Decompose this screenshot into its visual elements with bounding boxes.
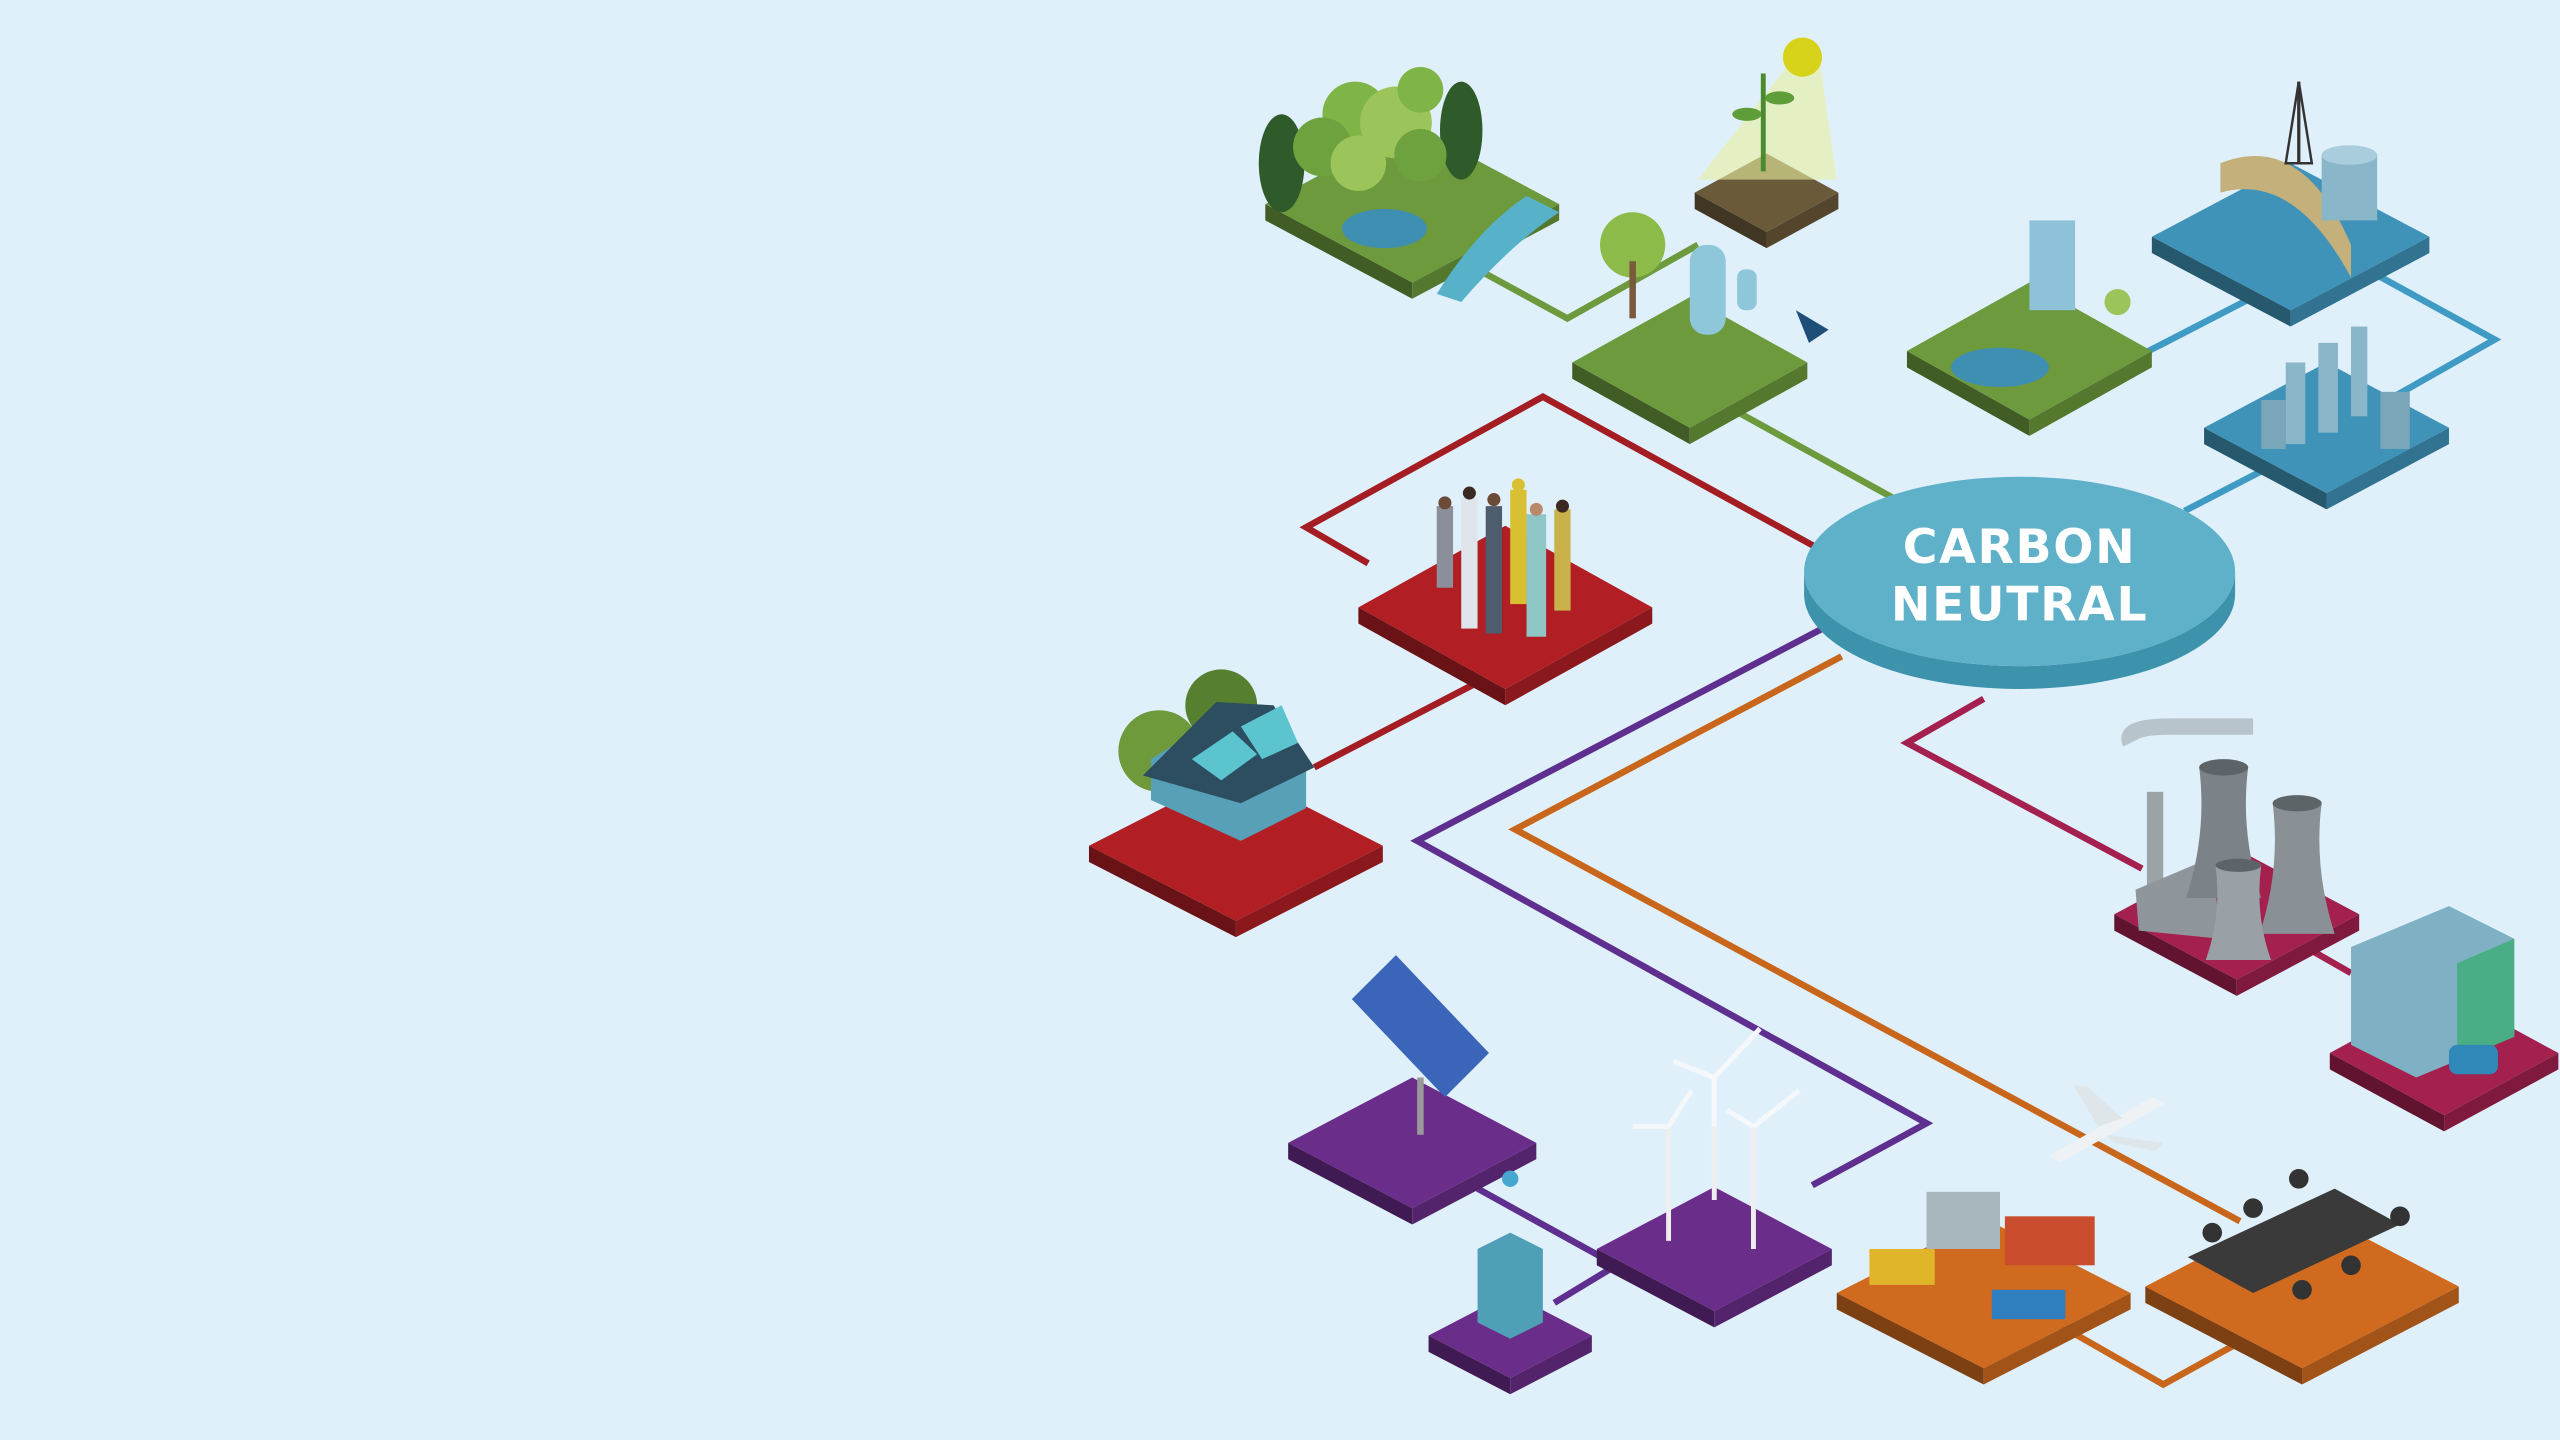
boardroom-meeting — [2187, 1168, 2410, 1300]
house-tile — [1088, 770, 1383, 938]
purple-link — [1410, 620, 1934, 1189]
orange-link — [1508, 653, 2242, 1225]
wind-tile-face — [1596, 1186, 1832, 1312]
house-tile-face — [1235, 845, 1383, 938]
green-link-hub — [1729, 405, 1904, 506]
orange-link-bottom — [2058, 1322, 2242, 1389]
sun-plant — [1697, 37, 1837, 180]
people-tile — [1358, 525, 1653, 706]
battery-tile-face — [1428, 1335, 1511, 1395]
carbon-capture-tile — [1572, 297, 1808, 445]
carbon-capture-tile-face — [1689, 362, 1808, 445]
refinery-tile-face — [2204, 427, 2327, 510]
dam-tile-face — [1906, 351, 2030, 436]
red-link-people — [1299, 393, 1818, 567]
carbon-capture-tank — [1600, 212, 1829, 343]
wind-tile-face — [1714, 1248, 1832, 1328]
solar-panel — [1351, 955, 1489, 1135]
people-tile-face — [1358, 607, 1506, 706]
dam-tile-face — [2029, 351, 2152, 436]
electric-car — [2448, 1044, 2498, 1075]
magenta-link — [1900, 695, 2144, 872]
bluetooth-icon — [1502, 1170, 1519, 1187]
power-plant-tile-face — [2151, 236, 2291, 327]
battery-storage — [1477, 1170, 1543, 1339]
blue-link-dam — [2147, 294, 2255, 354]
solar-tile-face — [1288, 1077, 1537, 1209]
carbon-neutral-hub: CARBON NEUTRAL — [1804, 476, 2236, 689]
wind-tile — [1596, 1186, 1832, 1328]
nuclear-cooling-towers — [2121, 718, 2335, 960]
airplane — [2048, 1085, 2165, 1163]
house-tile-face — [1088, 845, 1236, 938]
ev-factory — [2351, 906, 2515, 1078]
power-plant-tile-face — [2290, 236, 2430, 327]
people-tile-face — [1505, 607, 1653, 706]
soil-plant-tile-face — [1766, 192, 1839, 249]
workforce-people — [1436, 478, 1571, 637]
arrow-icon — [1795, 310, 1829, 343]
blue-link-refinery — [2182, 462, 2275, 514]
solar-tile-face — [1288, 1142, 1413, 1225]
solar-tile — [1288, 1077, 1537, 1225]
people-tile-face — [1358, 525, 1653, 689]
forest-tile-face — [1265, 204, 1413, 299]
green-link — [1475, 242, 1700, 323]
refinery — [2261, 326, 2410, 449]
nuclear-tile-face — [2114, 914, 2237, 996]
hub-title-line1: CARBON — [1903, 520, 2137, 575]
ev-factory-tile-face — [2329, 1053, 2445, 1132]
connection-lines — [1299, 242, 2502, 1389]
blue-link-loop — [2373, 271, 2502, 398]
carbon-capture-tile-face — [1572, 362, 1690, 445]
red-link-house — [1312, 679, 1480, 771]
hub-title-line2: NEUTRAL — [1891, 577, 2148, 632]
house-with-solar — [1118, 669, 1315, 841]
boardroom-tile-face — [2302, 1286, 2459, 1385]
power-plant — [2220, 81, 2378, 278]
solar-tile-face — [1412, 1142, 1537, 1225]
soil-plant-tile-face — [1694, 192, 1767, 249]
battery-tile-face — [1510, 1335, 1592, 1395]
nuclear-tile-face — [2236, 914, 2360, 996]
boardroom-tile-face — [2145, 1286, 2303, 1385]
dam-tower — [1951, 220, 2131, 387]
refinery-tile-face — [2326, 427, 2449, 510]
wind-turbines — [1632, 1026, 1801, 1249]
forest-trees — [1258, 66, 1560, 303]
port-logistics — [1869, 1191, 2095, 1320]
port-tile-face — [1836, 1293, 1984, 1385]
port-tile-face — [1983, 1293, 2131, 1385]
wind-tile-face — [1596, 1248, 1715, 1328]
ev-factory-tile-face — [2444, 1053, 2559, 1132]
